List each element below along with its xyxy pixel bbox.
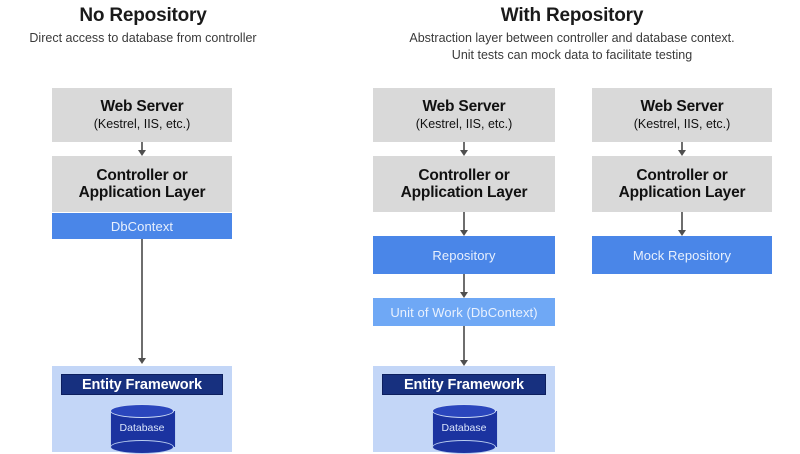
node-label: Mock Repository xyxy=(632,247,732,263)
node-controller-col2[interactable]: Controller or Application Layer xyxy=(373,156,555,212)
node-web-server-col3[interactable]: Web Server (Kestrel, IIS, etc.) xyxy=(592,88,772,142)
node-subtitle: (Kestrel, IIS, etc.) xyxy=(415,116,513,131)
node-label: Repository xyxy=(432,247,496,263)
section-subtitle-with-repository-line2: Unit tests can mock data to facilitate t… xyxy=(451,48,693,62)
node-subtitle: Application Layer xyxy=(618,184,746,201)
node-subtitle: Application Layer xyxy=(400,184,528,201)
database-cylinder-icon: Database xyxy=(432,404,498,454)
arrow-web-server-to-controller-col1 xyxy=(132,142,152,156)
arrow-controller-to-repository-col2 xyxy=(454,212,474,236)
node-entity-framework-col1[interactable]: Entity Framework Database xyxy=(52,366,232,454)
arrow-repository-to-unit-of-work-col2 xyxy=(454,274,474,298)
node-controller-col1[interactable]: Controller or Application Layer xyxy=(52,156,232,212)
arrow-web-server-to-controller-col3 xyxy=(672,142,692,156)
arrow-controller-to-mock-repository-col3 xyxy=(672,212,692,236)
node-title: Web Server xyxy=(422,98,506,116)
arrow-unit-of-work-to-entity-framework-col2 xyxy=(454,326,474,366)
database-cylinder-icon: Database xyxy=(110,404,176,454)
node-title: Controller or xyxy=(636,166,728,184)
node-title: Web Server xyxy=(100,98,184,116)
node-subtitle: (Kestrel, IIS, etc.) xyxy=(633,116,731,131)
section-title-with-repository: With Repository xyxy=(500,5,644,26)
node-title: Controller or xyxy=(418,166,510,184)
entity-framework-bar-label: Entity Framework xyxy=(61,374,223,395)
section-subtitle-with-repository-line1: Abstraction layer between controller and… xyxy=(409,31,735,45)
section-title-no-repository: No Repository xyxy=(79,5,207,26)
node-label: DbContext xyxy=(110,218,174,234)
node-unit-of-work-col2[interactable]: Unit of Work (DbContext) xyxy=(373,298,555,326)
node-web-server-col2[interactable]: Web Server (Kestrel, IIS, etc.) xyxy=(373,88,555,142)
entity-framework-bar-label: Entity Framework xyxy=(382,374,546,395)
node-repository-col2[interactable]: Repository xyxy=(373,236,555,274)
arrow-dbcontext-to-entity-framework-col1 xyxy=(132,239,152,364)
node-web-server-col1[interactable]: Web Server (Kestrel, IIS, etc.) xyxy=(52,88,232,142)
node-subtitle: (Kestrel, IIS, etc.) xyxy=(93,116,191,131)
node-dbcontext-col1[interactable]: DbContext xyxy=(52,213,232,239)
arrow-web-server-to-controller-col2 xyxy=(454,142,474,156)
node-title: Controller or xyxy=(96,166,188,184)
section-subtitle-no-repository: Direct access to database from controlle… xyxy=(29,31,257,45)
node-entity-framework-col2[interactable]: Entity Framework Database xyxy=(373,366,555,454)
node-controller-col3[interactable]: Controller or Application Layer xyxy=(592,156,772,212)
node-mock-repository-col3[interactable]: Mock Repository xyxy=(592,236,772,274)
node-label: Unit of Work (DbContext) xyxy=(390,304,538,320)
node-subtitle: Application Layer xyxy=(78,184,206,201)
database-label: Database xyxy=(441,422,487,434)
database-label: Database xyxy=(119,422,165,434)
node-title: Web Server xyxy=(640,98,724,116)
